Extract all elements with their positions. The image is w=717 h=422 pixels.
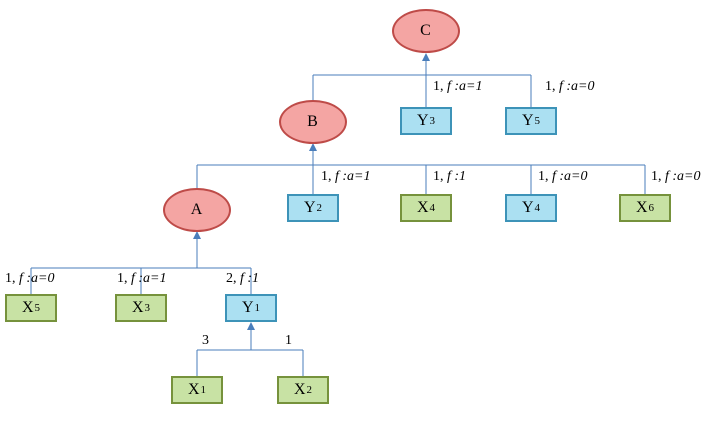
arrow-into-B [309,143,317,151]
node-Y5-label: Y [521,112,534,129]
edge-label-Y5-C: 1, f :a=0 [545,79,595,94]
edge-function: f :a=1 [131,271,167,286]
arrow-into-C [422,53,430,61]
edge-function: f :a=0 [665,169,701,184]
arrow-into-Y1 [247,322,255,330]
edge-label-X3-A: 1, f :a=1 [117,271,167,286]
node-X6-label: X [635,199,648,216]
node-Y4-label: Y [521,199,534,216]
edge-count: 1, [433,79,447,94]
node-A-label: A [190,201,203,218]
node-X2-sub: 2 [306,383,313,396]
edge-function: f :1 [240,271,260,286]
edge-label-X6-B: 1, f :a=0 [651,169,701,184]
node-X4-label: X [416,199,429,216]
edge-count: 1, [433,169,447,184]
edge-label-X2-Y1: 1 [285,333,292,348]
edge-label-X4-B: 1, f :1 [433,169,466,184]
node-Y3-label: Y [416,112,429,129]
edge-function: f :1 [447,169,467,184]
node-X5-sub: 5 [34,301,41,314]
edge-label-Y4-B: 1, f :a=0 [538,169,588,184]
edge-count: 1, [545,79,559,94]
edge-label-Y1-A: 2, f :1 [226,271,259,286]
node-X5-label: X [21,299,34,316]
edge-function: f :a=1 [447,79,483,94]
node-Y5-sub: 5 [534,114,541,127]
edge-count: 1, [117,271,131,286]
edge-count: 1, [538,169,552,184]
node-B-label: B [307,113,318,130]
edge-label-X1-Y1: 3 [202,333,209,348]
node-X3-label: X [131,299,144,316]
edge-label-Y3-C: 1, f :a=1 [433,79,483,94]
edge-label-X5-A: 1, f :a=0 [5,271,55,286]
edge-count: 1 [285,333,292,348]
node-B: B [279,100,347,144]
node-X2-label: X [293,381,306,398]
edge-count: 1, [321,169,335,184]
edge-function: f :a=0 [552,169,588,184]
node-Y1-sub: 1 [254,301,261,314]
node-X1-label: X [187,381,200,398]
edge-count: 1, [5,271,19,286]
node-C-label: C [420,22,431,39]
node-X3-sub: 3 [144,301,151,314]
node-X4-sub: 4 [429,201,436,214]
node-Y3-sub: 3 [429,114,436,127]
edge-function: f :a=0 [559,79,595,94]
edge-count: 2, [226,271,240,286]
node-Y4-sub: 4 [534,201,541,214]
arrow-into-A [193,231,201,239]
node-C: C [392,9,460,53]
edge-function: f :a=0 [19,271,55,286]
node-Y1-label: Y [241,299,254,316]
node-A: A [163,188,231,232]
edge-function: f :a=1 [335,169,371,184]
node-X1-sub: 1 [200,383,207,396]
node-Y2-label: Y [303,199,316,216]
node-Y2-sub: 2 [316,201,323,214]
edge-count: 3 [202,333,209,348]
edge-count: 1, [651,169,665,184]
node-X6-sub: 6 [648,201,655,214]
edge-label-Y2-B: 1, f :a=1 [321,169,371,184]
